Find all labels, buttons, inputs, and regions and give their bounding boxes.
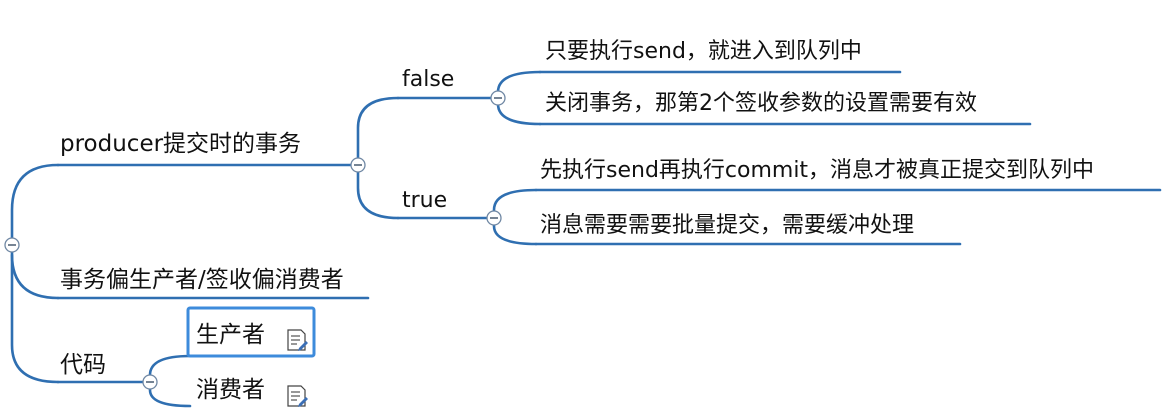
topic-producer[interactable]: producer提交时的事务 (60, 131, 301, 157)
connector-producer-false (356, 96, 400, 167)
connector-true-child-1 (492, 188, 538, 220)
topic-false[interactable]: false (402, 67, 454, 92)
topic-false-1[interactable]: 只要执行send，就进入到队列中 (545, 39, 862, 64)
topic-labels: producer提交时的事务 false 只要执行send，就进入到队列中 关闭… (60, 39, 1094, 403)
topic-true-1[interactable]: 先执行send再执行commit，消息才被真正提交到队列中 (540, 158, 1094, 183)
topic-code-consumer[interactable]: 消费者 (196, 377, 265, 403)
connector-code-consumer (148, 380, 192, 408)
topic-code[interactable]: 代码 (60, 352, 106, 378)
connector-true-child-2 (492, 216, 538, 246)
connector-root-preference (10, 243, 60, 300)
collapse-minus-icon[interactable] (142, 374, 158, 390)
connector-root-producer (10, 163, 60, 247)
note-icon[interactable] (287, 329, 308, 351)
connector-root-code (10, 253, 60, 384)
collapse-minus-icon[interactable] (350, 157, 366, 173)
topic-preference[interactable]: 事务偏生产者/签收偏消费者 (60, 267, 344, 293)
topic-true-2[interactable]: 消息需要需要批量提交，需要缓冲处理 (540, 213, 914, 238)
collapse-minus-icon[interactable] (486, 210, 502, 226)
connector-producer-true (356, 163, 400, 220)
collapse-minus-icon[interactable] (4, 237, 20, 253)
collapse-minus-icon[interactable] (490, 90, 506, 106)
topic-false-2[interactable]: 关闭事务，那第2个签收参数的设置需要有效 (545, 91, 977, 116)
topic-underlines (56, 70, 1162, 384)
note-icon[interactable] (287, 385, 308, 407)
topic-code-producer[interactable]: 生产者 (196, 322, 265, 348)
topic-true[interactable]: true (402, 188, 447, 213)
selected-topic-frame (186, 306, 316, 358)
